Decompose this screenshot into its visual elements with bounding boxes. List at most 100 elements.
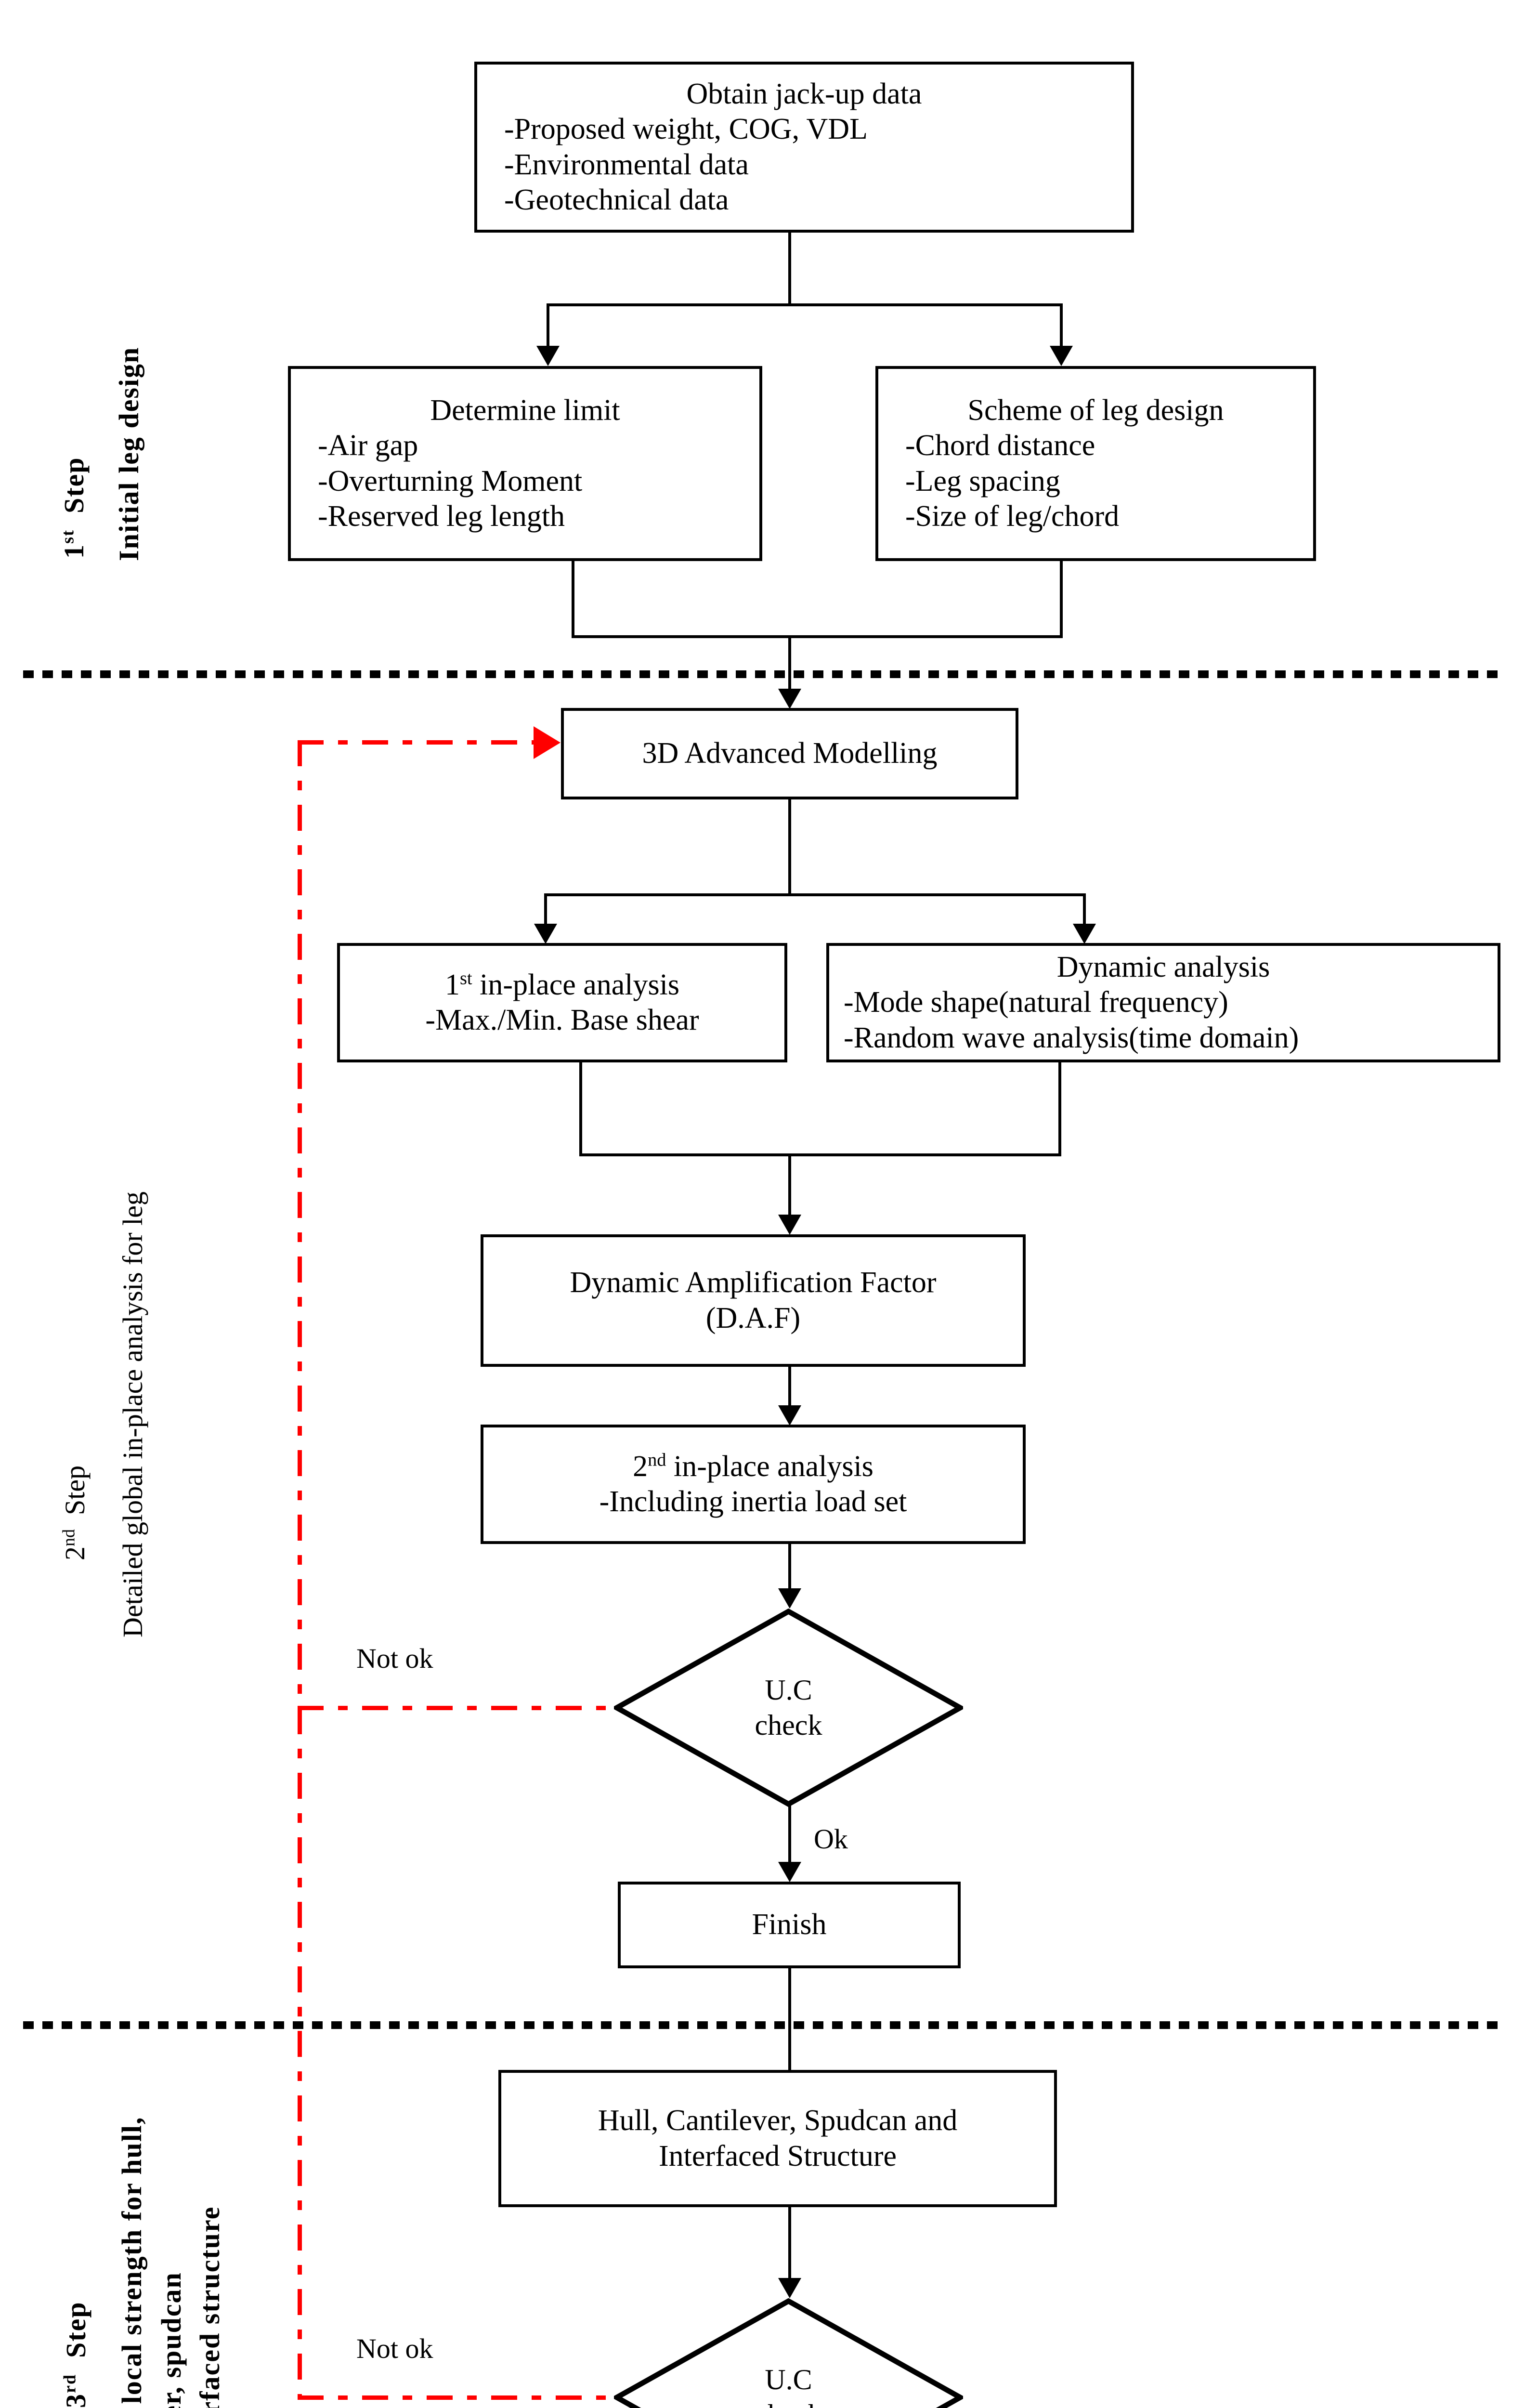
arrow-to-modelling xyxy=(778,689,801,709)
node-finish-leg-label: Finish xyxy=(752,1908,827,1941)
edge-label-ok-leg: Ok xyxy=(814,1823,848,1855)
node-obtain-jackup-data-item-2: -Environmental data xyxy=(504,148,749,181)
node-uc-check-leg[interactable]: U.C check xyxy=(614,1609,963,1807)
node-leg-scheme-item-3: -Size of leg/chord xyxy=(905,499,1120,533)
node-hull-cantilever-spudcan-line-1: Hull, Cantilever, Spudcan and xyxy=(598,2104,958,2137)
node-3d-advanced-modelling[interactable]: 3D Advanced Modelling xyxy=(561,708,1018,799)
arrow-to-determine-limit xyxy=(536,346,560,366)
step-2-word: Step xyxy=(59,1465,91,1516)
diamond-shape-hull xyxy=(614,2298,963,2408)
node-first-inplace-analysis[interactable]: 1st in-place analysis -Max./Min. Base sh… xyxy=(337,943,787,1062)
connector-daf-to-inplace-2 xyxy=(788,1367,791,1414)
node-dynamic-analysis-item-2: -Random wave analysis(time domain) xyxy=(844,1021,1299,1054)
node-determine-limit-item-1: -Air gap xyxy=(318,429,418,462)
node-obtain-jackup-data-title: Obtain jack-up data xyxy=(686,78,922,111)
node-hull-cantilever-spudcan[interactable]: Hull, Cantilever, Spudcan and Interfaced… xyxy=(498,2070,1057,2207)
step-3-ordinal: rd xyxy=(60,2374,79,2393)
step-3-description-line-2: cantilever, spudcan xyxy=(156,2272,187,2408)
node-first-inplace-analysis-title: 1st in-place analysis xyxy=(340,968,784,1003)
connector-hull-to-uc xyxy=(788,2207,791,2287)
node-second-inplace-analysis-title: 2nd in-place analysis xyxy=(483,1449,1023,1484)
feedback-loop-from-uc-hull xyxy=(298,2395,615,2400)
node-daf-line-2: (D.A.F) xyxy=(705,1301,801,1335)
node-obtain-jackup-data-item-1: -Proposed weight, COG, VDL xyxy=(504,113,868,146)
node-second-inplace-analysis[interactable]: 2nd in-place analysis -Including inertia… xyxy=(481,1425,1026,1544)
connector-first-inplace-down xyxy=(579,1062,582,1156)
arrow-to-finish-leg xyxy=(778,1862,801,1882)
connector-merge-bar-2 xyxy=(579,1153,1061,1156)
connector-split-bar xyxy=(547,303,1063,306)
node-daf[interactable]: Dynamic Amplification Factor (D.A.F) xyxy=(481,1234,1026,1367)
node-first-inplace-analysis-item-1: -Max./Min. Base shear xyxy=(425,1004,699,1036)
arrow-to-inplace-2 xyxy=(778,1405,801,1426)
step-2-ordinal: nd xyxy=(59,1529,78,1546)
step-3-word: Step xyxy=(60,2301,91,2358)
node-first-inplace-analysis-title-post: in-place analysis xyxy=(472,968,680,1001)
arrow-to-leg-scheme xyxy=(1050,346,1073,366)
node-finish-leg[interactable]: Finish xyxy=(618,1882,961,1968)
step-2-number-label: 2nd Step xyxy=(58,1466,93,1560)
step-1-number: 1 xyxy=(58,544,90,559)
arrow-to-uc-check-leg xyxy=(778,1588,801,1609)
step-1-word: Step xyxy=(58,457,90,514)
step-1-ordinal: st xyxy=(58,529,78,544)
node-second-inplace-analysis-item-1: -Including inertia load set xyxy=(599,1485,907,1518)
node-determine-limit-title: Determine limit xyxy=(430,394,620,427)
step-3-description-line-3: and interfaced structure xyxy=(194,2206,225,2408)
node-daf-line-1: Dynamic Amplification Factor xyxy=(570,1266,937,1299)
node-determine-limit-item-3: -Reserved leg length xyxy=(318,499,565,533)
connector-inplace2-to-uc xyxy=(788,1544,791,1597)
step-2-number: 2 xyxy=(59,1546,91,1560)
node-uc-check-leg-line-1: U.C xyxy=(765,1674,812,1706)
connector-split-left xyxy=(547,303,549,352)
node-uc-check-hull-line-1: U.C xyxy=(765,2363,812,2395)
connector-leg-scheme-down xyxy=(1060,561,1063,638)
node-dynamic-analysis-title: Dynamic analysis xyxy=(1056,951,1270,984)
node-uc-check-leg-line-2: check xyxy=(755,1709,822,1741)
node-leg-scheme[interactable]: Scheme of leg design -Chord distance -Le… xyxy=(875,366,1316,561)
connector-obtain-to-split xyxy=(788,233,791,305)
feedback-loop-vertical-spine xyxy=(298,740,302,2398)
node-determine-limit[interactable]: Determine limit -Air gap -Overturning Mo… xyxy=(288,366,762,561)
step-3-description-line-1: Detailed local strength for hull, xyxy=(116,2116,147,2408)
node-first-inplace-analysis-title-sup: st xyxy=(459,968,472,989)
node-3d-advanced-modelling-title: 3D Advanced Modelling xyxy=(642,737,938,770)
node-uc-check-leg-label: U.C check xyxy=(614,1609,963,1807)
step-1-number-label: 1st Step xyxy=(57,457,92,559)
connector-split2-left xyxy=(544,893,547,929)
node-obtain-jackup-data-item-3: -Geotechnical data xyxy=(504,183,729,216)
step-3-number-label: 3rd Step xyxy=(59,2301,94,2408)
feedback-arrow-to-modelling-icon xyxy=(534,726,560,759)
node-leg-scheme-item-2: -Leg spacing xyxy=(905,464,1060,497)
step-2-description: Detailed global in-place analysis for le… xyxy=(117,1191,148,1637)
node-leg-scheme-title: Scheme of leg design xyxy=(967,394,1224,427)
step-1-description: Initial leg design xyxy=(113,346,144,561)
arrow-to-daf xyxy=(778,1215,801,1235)
node-second-inplace-analysis-title-pre: 2 xyxy=(633,1450,648,1483)
feedback-loop-from-uc-leg xyxy=(298,1706,615,1710)
connector-split2-right xyxy=(1083,893,1086,929)
node-dynamic-analysis[interactable]: Dynamic analysis -Mode shape(natural fre… xyxy=(826,943,1500,1062)
arrow-to-inplace-1 xyxy=(534,924,557,944)
connector-merge-to-daf xyxy=(788,1153,791,1223)
connector-uc-leg-to-finish xyxy=(788,1804,791,1871)
feedback-loop-to-modelling xyxy=(298,740,536,745)
node-uc-check-hull[interactable]: U.C check xyxy=(614,2298,963,2408)
step-3-number: 3 xyxy=(60,2393,91,2408)
connector-dynamic-down xyxy=(1058,1062,1061,1156)
connector-split-right xyxy=(1060,303,1063,352)
node-dynamic-analysis-item-1: -Mode shape(natural frequency) xyxy=(844,986,1228,1019)
node-second-inplace-analysis-title-sup: nd xyxy=(648,1450,666,1470)
node-determine-limit-item-2: -Overturning Moment xyxy=(318,464,583,497)
connector-finish-leg-to-hull xyxy=(788,1968,791,2113)
arrow-to-uc-check-hull xyxy=(778,2278,801,2298)
node-hull-cantilever-spudcan-line-2: Interfaced Structure xyxy=(658,2139,897,2172)
node-leg-scheme-item-1: -Chord distance xyxy=(905,429,1095,462)
connector-split-bar-2 xyxy=(544,893,1086,896)
node-obtain-jackup-data[interactable]: Obtain jack-up data -Proposed weight, CO… xyxy=(474,62,1134,233)
section-divider-2 xyxy=(23,2021,1506,2029)
connector-merge-bar-1 xyxy=(572,635,1063,638)
connector-determine-limit-down xyxy=(572,561,574,638)
node-uc-check-hull-label: U.C check xyxy=(614,2298,963,2408)
